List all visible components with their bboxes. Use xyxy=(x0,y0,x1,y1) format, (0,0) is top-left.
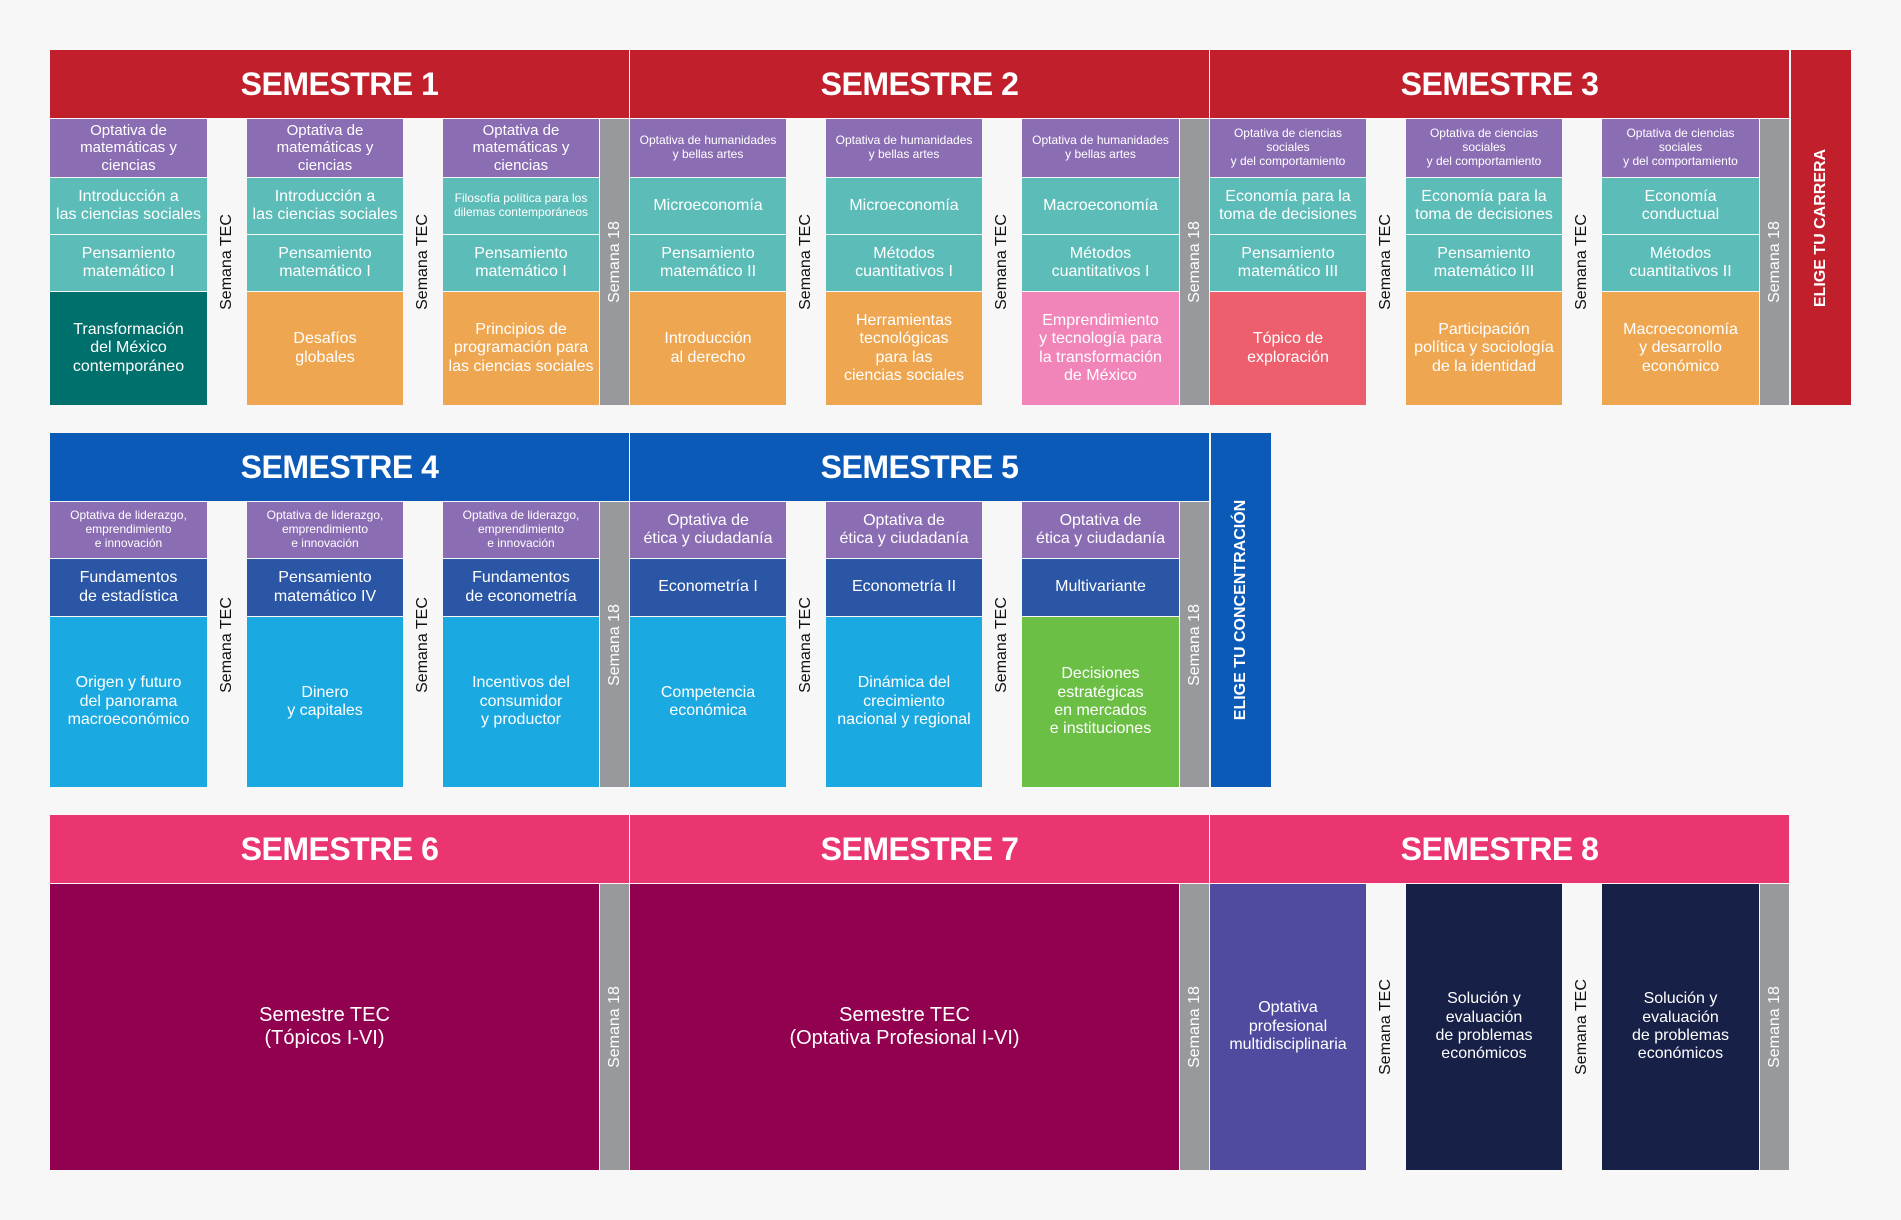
semana-tec-label: Semana TEC xyxy=(993,214,1010,310)
course-filosofia-politica[interactable]: Filosofía política para los dilemas cont… xyxy=(443,178,599,234)
course-macroeconomia[interactable]: Macroeconomía xyxy=(1022,178,1179,234)
course-economia-conductual[interactable]: Economía conductual xyxy=(1602,178,1759,234)
course-intro-derecho[interactable]: Introducción al derecho xyxy=(630,292,786,405)
course-metodos-cuantitativos-2[interactable]: Métodos cuantitativos II xyxy=(1602,235,1759,291)
course-pensamiento-matematico-1[interactable]: Pensamiento matemático I xyxy=(443,235,599,291)
semana-tec-label: Semana TEC xyxy=(414,596,431,693)
course-optativa-etica[interactable]: Optativa de ética y ciudadanía xyxy=(826,502,982,558)
semana-tec-label: Semana TEC xyxy=(1573,979,1590,1075)
course-pensamiento-matematico-2[interactable]: Pensamiento matemático II xyxy=(630,235,786,291)
semana-tec-label: Semana TEC xyxy=(1377,214,1394,310)
course-optativa-liderazgo[interactable]: Optativa de liderazgo, emprendimiento e … xyxy=(247,502,403,558)
course-pensamiento-matematico-3[interactable]: Pensamiento matemático III xyxy=(1210,235,1366,291)
course-dinamica-crecimiento[interactable]: Dinámica del crecimiento nacional y regi… xyxy=(826,617,982,787)
course-optativa-matematicas[interactable]: Optativa de matemáticas y ciencias xyxy=(50,119,207,177)
course-solucion-evaluacion-problemas[interactable]: Solución y evaluación de problemas econó… xyxy=(1602,884,1759,1170)
course-economia-decisiones[interactable]: Economía para la toma de decisiones xyxy=(1210,178,1366,234)
semester-4-header: SEMESTRE 4 xyxy=(50,433,629,501)
semester-6-header: SEMESTRE 6 xyxy=(50,815,629,883)
course-intro-ciencias-sociales[interactable]: Introducción a las ciencias sociales xyxy=(247,178,403,234)
course-optativa-ciencias-sociales[interactable]: Optativa de ciencias sociales y del comp… xyxy=(1406,119,1562,177)
semana-tec-label: Semana TEC xyxy=(797,214,814,310)
course-optativa-matematicas[interactable]: Optativa de matemáticas y ciencias xyxy=(443,119,599,177)
course-optativa-etica[interactable]: Optativa de ética y ciudadanía xyxy=(630,502,786,558)
course-emprendimiento-tecnologia[interactable]: Emprendimiento y tecnología para la tran… xyxy=(1022,292,1179,405)
course-dinero-capitales[interactable]: Dinero y capitales xyxy=(247,617,403,787)
course-econometria-2[interactable]: Econometría II xyxy=(826,559,982,616)
course-macroeconomia-desarrollo[interactable]: Macroeconomía y desarrollo económico xyxy=(1602,292,1759,405)
course-pensamiento-matematico-4[interactable]: Pensamiento matemático IV xyxy=(247,559,403,616)
semestre-tec-topicos[interactable]: Semestre TEC (Tópicos I-VI) xyxy=(50,884,599,1170)
course-optativa-matematicas[interactable]: Optativa de matemáticas y ciencias xyxy=(247,119,403,177)
semester-8-header: SEMESTRE 8 xyxy=(1210,815,1789,883)
course-pensamiento-matematico-3[interactable]: Pensamiento matemático III xyxy=(1406,235,1562,291)
semana-18-bar: Semana 18 xyxy=(1760,884,1789,1170)
semana-18-bar: Semana 18 xyxy=(600,119,629,405)
semana-18-bar: Semana 18 xyxy=(1180,884,1209,1170)
semana-tec-label: Semana TEC xyxy=(797,596,814,693)
course-pensamiento-matematico-1[interactable]: Pensamiento matemático I xyxy=(247,235,403,291)
semana-tec-label: Semana TEC xyxy=(414,214,431,310)
semana-18-bar: Semana 18 xyxy=(1180,502,1209,787)
course-microeconomia[interactable]: Microeconomía xyxy=(826,178,982,234)
course-fundamentos-estadistica[interactable]: Fundamentos de estadística xyxy=(50,559,207,616)
semester-5-header: SEMESTRE 5 xyxy=(630,433,1209,501)
semana-18-bar: Semana 18 xyxy=(1180,119,1209,405)
course-optativa-humanidades[interactable]: Optativa de humanidades y bellas artes xyxy=(826,119,982,177)
semana-tec-label: Semana TEC xyxy=(218,214,235,310)
course-decisiones-estrategicas[interactable]: Decisiones estratégicas en mercados e in… xyxy=(1022,617,1179,787)
course-optativa-humanidades[interactable]: Optativa de humanidades y bellas artes xyxy=(1022,119,1179,177)
elige-tu-carrera-bar: ELIGE TU CARRERA xyxy=(1791,50,1851,405)
course-origen-panorama-macro[interactable]: Origen y futuro del panorama macroeconóm… xyxy=(50,617,207,787)
course-metodos-cuantitativos-1[interactable]: Métodos cuantitativos I xyxy=(1022,235,1179,291)
semester-2-header: SEMESTRE 2 xyxy=(630,50,1209,118)
course-economia-decisiones[interactable]: Economía para la toma de decisiones xyxy=(1406,178,1562,234)
semana-tec-label: Semana TEC xyxy=(218,596,235,693)
course-microeconomia[interactable]: Microeconomía xyxy=(630,178,786,234)
course-solucion-evaluacion-problemas[interactable]: Solución y evaluación de problemas econó… xyxy=(1406,884,1562,1170)
course-principios-programacion[interactable]: Principios de programación para las cien… xyxy=(443,292,599,405)
semana-tec-label: Semana TEC xyxy=(993,596,1010,693)
course-multivariante[interactable]: Multivariante xyxy=(1022,559,1179,616)
semana-tec-label: Semana TEC xyxy=(1377,979,1394,1075)
semana-18-bar: Semana 18 xyxy=(600,502,629,787)
course-competencia-economica[interactable]: Competencia económica xyxy=(630,617,786,787)
semester-1-header: SEMESTRE 1 xyxy=(50,50,629,118)
course-optativa-profesional-multidisciplinaria[interactable]: Optativa profesional multidisciplinaria xyxy=(1210,884,1366,1170)
course-econometria-1[interactable]: Econometría I xyxy=(630,559,786,616)
course-optativa-ciencias-sociales[interactable]: Optativa de ciencias sociales y del comp… xyxy=(1210,119,1366,177)
semana-18-bar: Semana 18 xyxy=(1760,119,1789,405)
semester-7-header: SEMESTRE 7 xyxy=(630,815,1209,883)
course-optativa-liderazgo[interactable]: Optativa de liderazgo, emprendimiento e … xyxy=(50,502,207,558)
semestre-tec-optativa-profesional[interactable]: Semestre TEC (Optativa Profesional I-VI) xyxy=(630,884,1179,1170)
course-topico-exploracion[interactable]: Tópico de exploración xyxy=(1210,292,1366,405)
course-optativa-etica[interactable]: Optativa de ética y ciudadanía xyxy=(1022,502,1179,558)
course-incentivos-consumidor[interactable]: Incentivos del consumidor y productor xyxy=(443,617,599,787)
course-optativa-ciencias-sociales[interactable]: Optativa de ciencias sociales y del comp… xyxy=(1602,119,1759,177)
course-optativa-humanidades[interactable]: Optativa de humanidades y bellas artes xyxy=(630,119,786,177)
course-herramientas-tecnologicas[interactable]: Herramientas tecnológicas para las cienc… xyxy=(826,292,982,405)
elige-tu-concentracion-bar: ELIGE TU CONCENTRACIÓN xyxy=(1211,433,1271,787)
course-transformacion-mexico[interactable]: Transformación del México contemporáneo xyxy=(50,292,207,405)
course-intro-ciencias-sociales[interactable]: Introducción a las ciencias sociales xyxy=(50,178,207,234)
course-fundamentos-econometria[interactable]: Fundamentos de econometría xyxy=(443,559,599,616)
course-pensamiento-matematico-1[interactable]: Pensamiento matemático I xyxy=(50,235,207,291)
semana-tec-label: Semana TEC xyxy=(1573,214,1590,310)
course-participacion-politica[interactable]: Participación política y sociología de l… xyxy=(1406,292,1562,405)
course-desafios-globales[interactable]: Desafíos globales xyxy=(247,292,403,405)
course-metodos-cuantitativos-1[interactable]: Métodos cuantitativos I xyxy=(826,235,982,291)
semester-3-header: SEMESTRE 3 xyxy=(1210,50,1789,118)
semana-18-bar: Semana 18 xyxy=(600,884,629,1170)
course-optativa-liderazgo[interactable]: Optativa de liderazgo, emprendimiento e … xyxy=(443,502,599,558)
